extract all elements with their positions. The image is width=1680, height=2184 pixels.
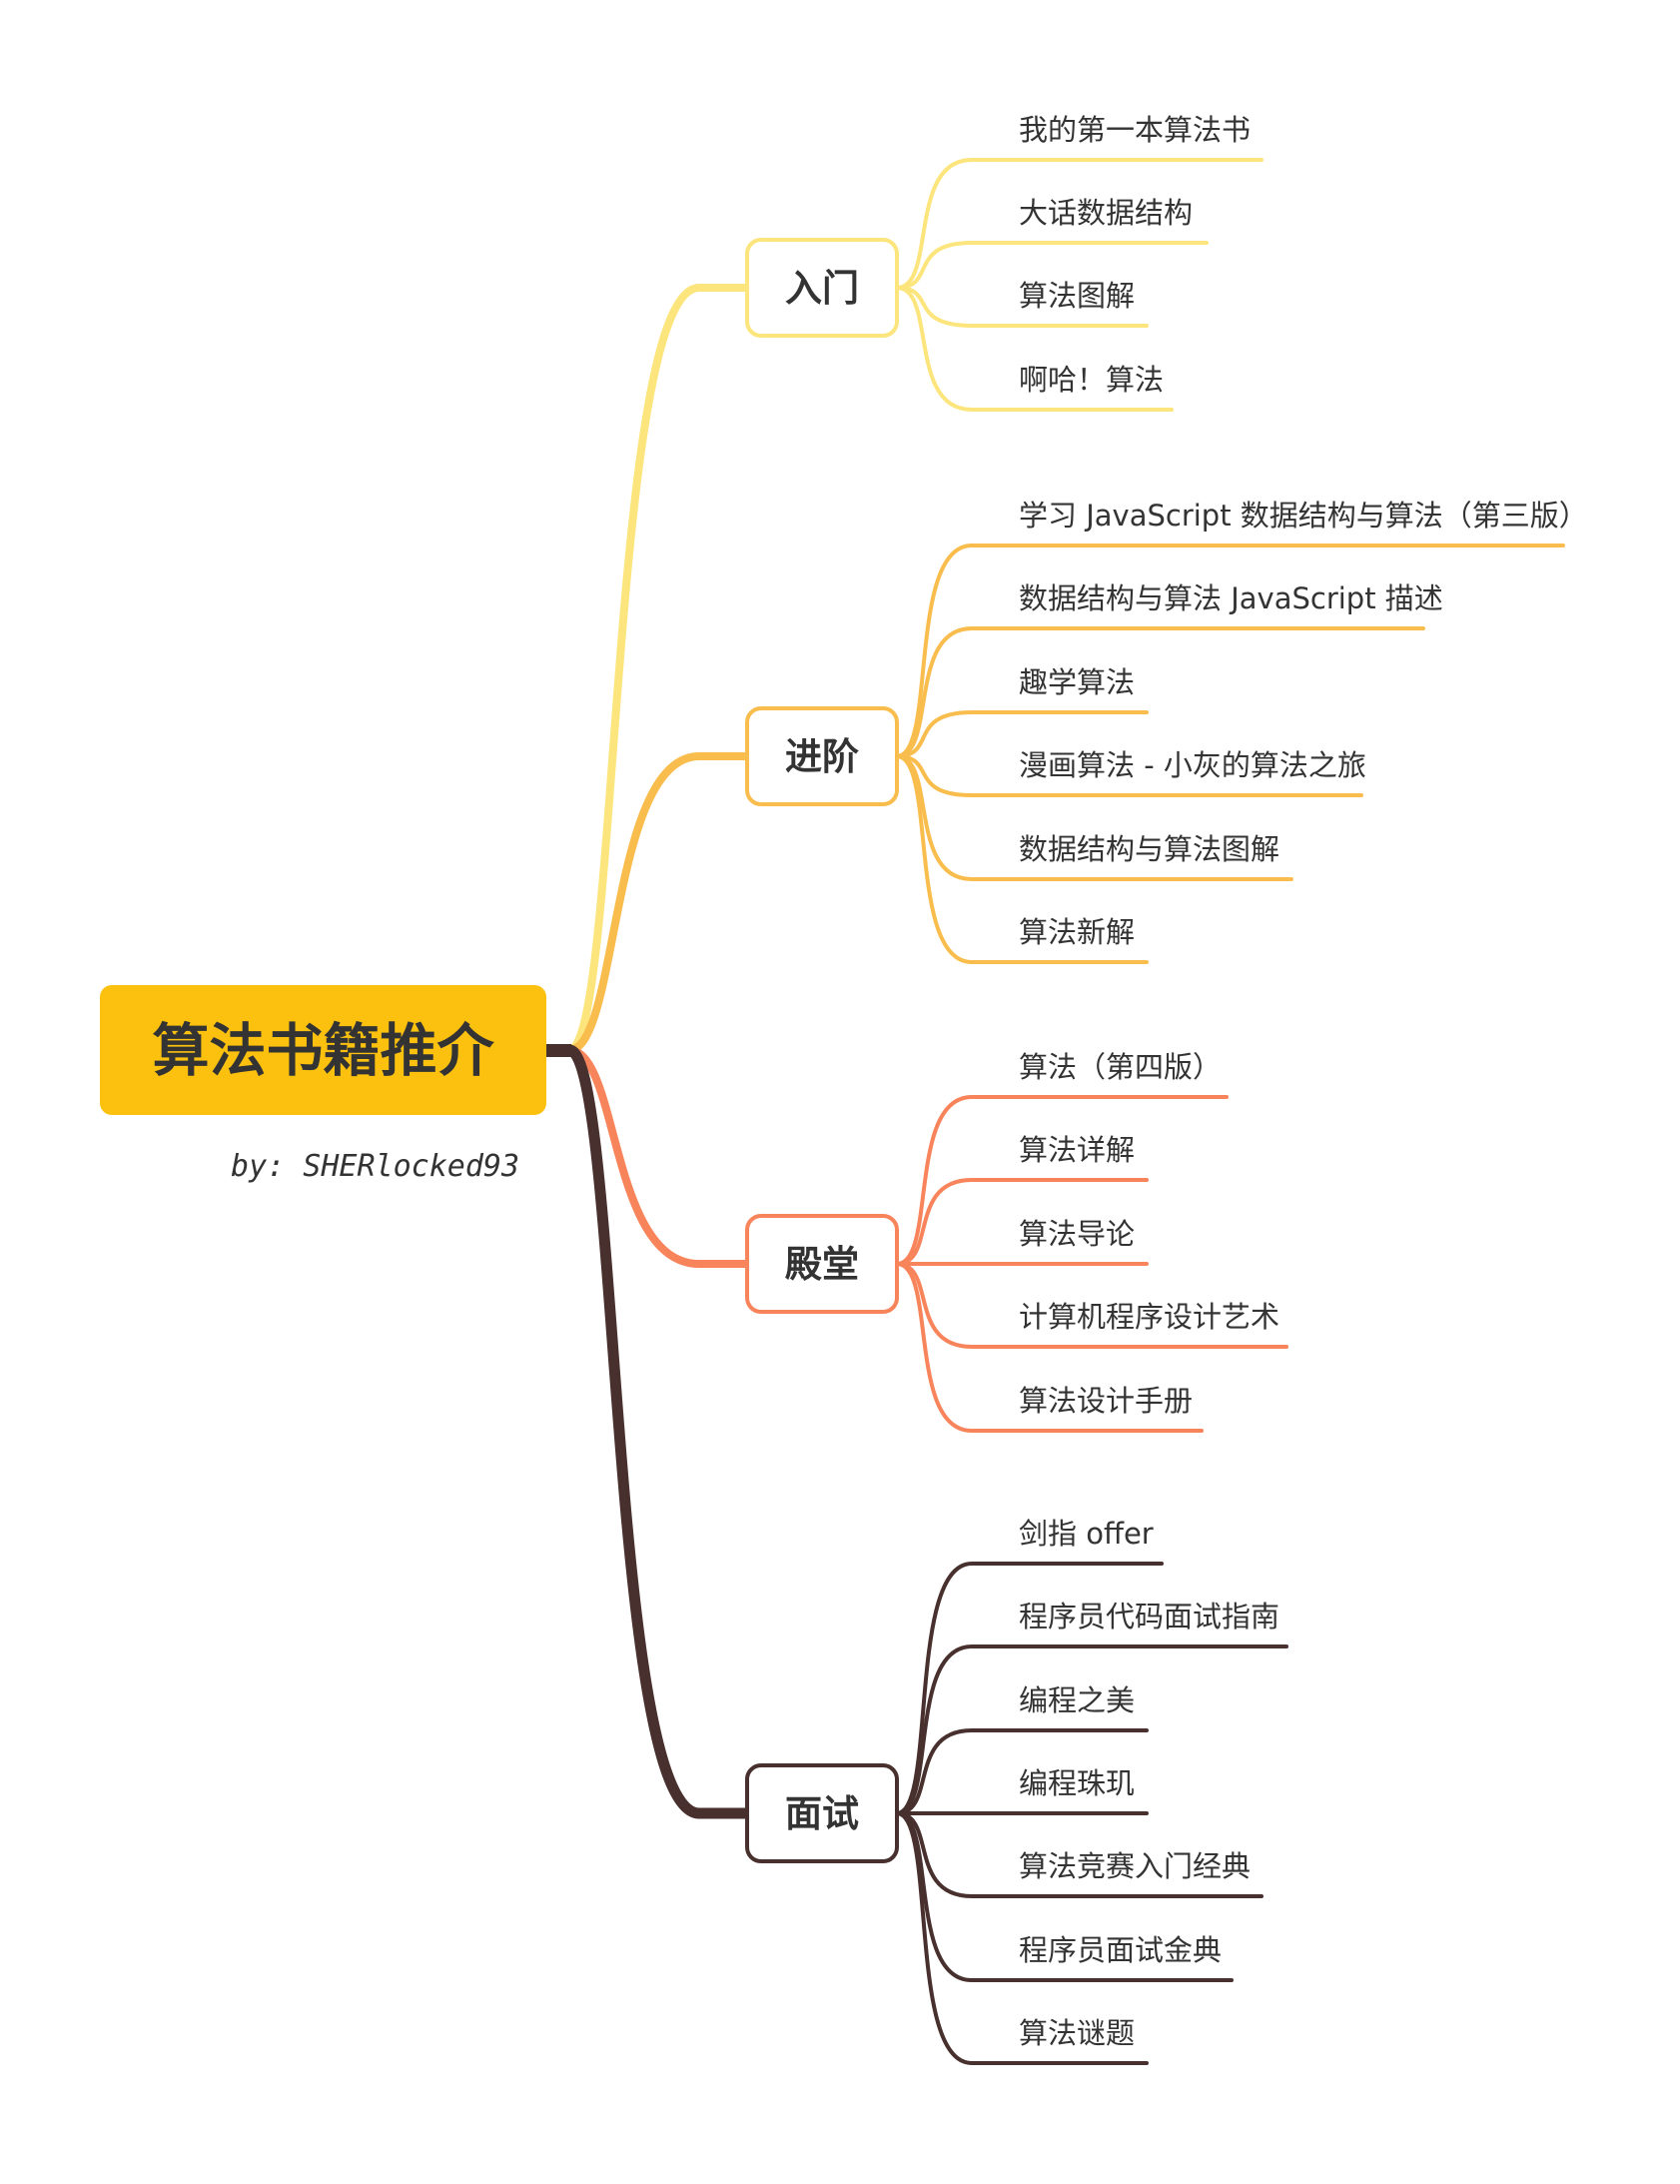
connector-interview-leaf-6: [895, 1811, 1149, 2065]
leaf-interview-2: 编程之美: [1019, 1683, 1135, 1717]
leaf-interview-3: 编程珠玑: [1019, 1766, 1135, 1800]
connector-advanced-leaf-4: [895, 754, 1293, 881]
leaf-interview-6: 算法谜题: [1019, 2016, 1135, 2050]
author-credit: by: SHERlocked93: [231, 1149, 519, 1184]
leaf-intro-0: 我的第一本算法书: [1019, 113, 1251, 147]
leaf-advanced-0: 学习 JavaScript 数据结构与算法（第三版）: [1019, 499, 1588, 533]
leaf-interview-5: 程序员面试金典: [1019, 1933, 1222, 1967]
connector-classic-leaf-3: [895, 1262, 1288, 1349]
leaf-advanced-5: 算法新解: [1019, 915, 1135, 949]
branch-node-intro: [745, 238, 899, 338]
leaf-advanced-3: 漫画算法 - 小灰的算法之旅: [1019, 748, 1366, 782]
branch-node-interview: [745, 1763, 899, 1863]
connector-intro-leaf-0: [895, 158, 1263, 290]
leaf-interview-0: 剑指 offer: [1019, 1517, 1154, 1551]
leaf-advanced-1: 数据结构与算法 JavaScript 描述: [1019, 581, 1443, 615]
connector-classic-leaf-4: [895, 1262, 1204, 1433]
connector-intro-leaf-2: [895, 286, 1149, 328]
connector-intro-leaf-3: [895, 286, 1174, 412]
connector-interview-leaf-2: [895, 1728, 1149, 1815]
root-node: [100, 985, 546, 1115]
leaf-classic-3: 计算机程序设计艺术: [1019, 1300, 1279, 1334]
branch-node-classic: [745, 1214, 899, 1314]
leaf-advanced-2: 趣学算法: [1019, 665, 1135, 699]
branch-label-classic: 殿堂: [785, 1243, 859, 1286]
leaf-interview-1: 程序员代码面试指南: [1019, 1600, 1279, 1634]
leaf-classic-0: 算法（第四版）: [1019, 1050, 1222, 1084]
connector-layer: [546, 158, 1565, 2065]
leaf-classic-1: 算法详解: [1019, 1133, 1135, 1167]
branch-label-advanced: 进阶: [785, 735, 859, 778]
connector-classic-leaf-0: [895, 1095, 1229, 1266]
connector-advanced-leaf-0: [895, 544, 1565, 758]
connector-classic-leaf-1: [895, 1178, 1149, 1266]
leaf-intro-1: 大话数据结构: [1019, 196, 1193, 230]
connector-advanced-leaf-2: [895, 710, 1149, 758]
connector-root-to-advanced: [565, 752, 751, 1054]
branch-label-intro: 入门: [785, 267, 859, 310]
connector-advanced-leaf-3: [895, 754, 1363, 797]
connector-interview-leaf-0: [895, 1562, 1164, 1815]
leaf-classic-2: 算法导论: [1019, 1217, 1135, 1251]
connector-root-to-intro: [565, 284, 751, 1054]
root-title: 算法书籍推介: [153, 1018, 495, 1084]
connector-root-to-classic: [565, 1046, 751, 1268]
leaf-classic-4: 算法设计手册: [1019, 1384, 1193, 1418]
connector-advanced-leaf-1: [895, 626, 1425, 758]
leaf-advanced-4: 数据结构与算法图解: [1019, 832, 1279, 866]
connector-advanced-leaf-5: [895, 754, 1149, 964]
connector-interview-leaf-1: [895, 1644, 1288, 1815]
leaf-interview-4: 算法竞赛入门经典: [1019, 1849, 1251, 1883]
connector-root-to-interview: [563, 1044, 753, 1819]
branch-label-interview: 面试: [785, 1792, 859, 1835]
leaf-intro-3: 啊哈！算法: [1019, 363, 1164, 397]
branch-node-advanced: [745, 706, 899, 806]
connector-intro-leaf-1: [895, 241, 1209, 290]
leaf-intro-2: 算法图解: [1019, 279, 1135, 313]
connector-interview-leaf-4: [895, 1811, 1263, 1898]
